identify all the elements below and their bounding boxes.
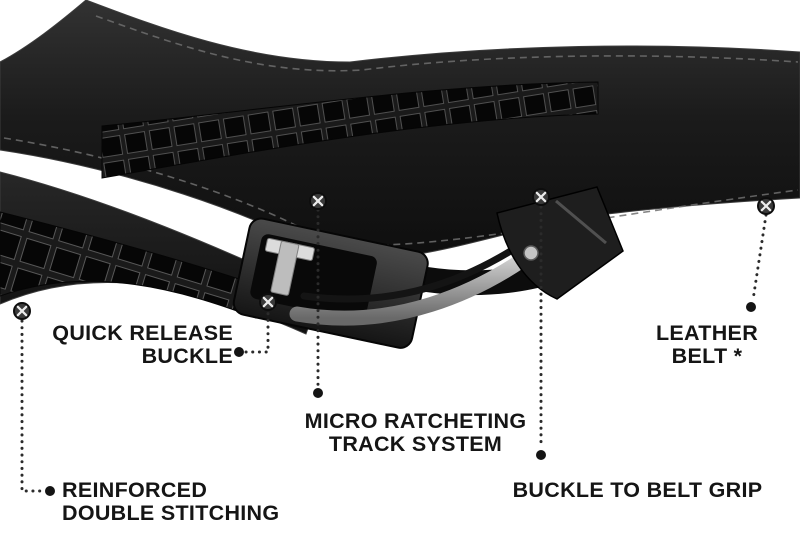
marker-quick-release-icon xyxy=(259,293,277,311)
marker-reinforced-icon xyxy=(13,302,31,320)
dot-belt-grip xyxy=(536,450,546,460)
label-line: REINFORCED xyxy=(62,478,208,502)
callout-label-buckle-to-belt-grip: BUCKLE TO BELT GRIP xyxy=(505,479,770,502)
callout-markers xyxy=(13,188,775,320)
callout-label-leather-belt: LEATHER BELT * xyxy=(637,322,777,368)
marker-micro-ratcheting-icon xyxy=(309,192,327,210)
callout-dots xyxy=(45,302,756,496)
callout-label-micro-ratcheting: MICRO RATCHETING TRACK SYSTEM xyxy=(293,410,538,456)
leader-quick-release xyxy=(244,310,270,354)
marker-belt-grip-icon xyxy=(532,188,550,206)
buckle-pivot-pin xyxy=(523,245,539,261)
label-line: LEATHER xyxy=(655,321,759,345)
dot-micro-ratcheting xyxy=(313,388,323,398)
buckle-clamp-highlight xyxy=(555,199,607,245)
leader-leather-belt xyxy=(751,213,768,302)
ratchet-track-upper xyxy=(101,81,599,179)
buckle xyxy=(232,186,624,349)
label-line: BELT * xyxy=(671,344,743,368)
label-line: TRACK SYSTEM xyxy=(328,432,503,456)
label-line: QUICK RELEASE xyxy=(52,321,233,345)
stitching-top xyxy=(95,15,799,72)
callout-lines xyxy=(20,205,768,493)
dot-leather-belt xyxy=(746,302,756,312)
dot-quick-release xyxy=(234,347,244,357)
dot-reinforced xyxy=(45,486,55,496)
release-clip-stem xyxy=(270,240,300,296)
callout-label-reinforced-stitching: REINFORCED DOUBLE STITCHING xyxy=(62,479,322,525)
callout-label-quick-release-buckle: QUICK RELEASE BUCKLE xyxy=(28,322,233,368)
label-line: BUCKLE TO BELT GRIP xyxy=(512,478,763,502)
label-line: BUCKLE xyxy=(141,344,233,368)
buckle-clamp xyxy=(496,186,624,300)
label-line: DOUBLE STITCHING xyxy=(62,501,280,525)
marker-leather-belt-icon xyxy=(757,197,775,215)
label-line: MICRO RATCHETING xyxy=(304,409,527,433)
